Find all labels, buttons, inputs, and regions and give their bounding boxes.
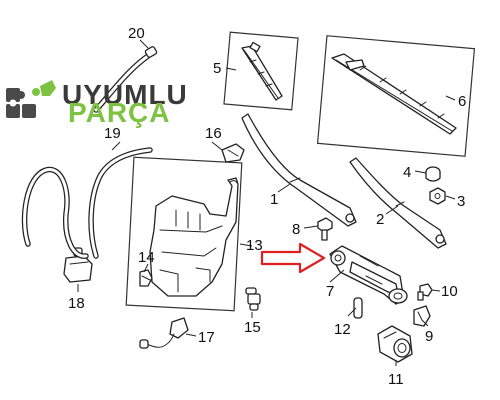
red-arrow-shape xyxy=(260,242,326,274)
callout-7: 7 xyxy=(326,283,334,300)
callout-3: 3 xyxy=(457,193,465,210)
nozzle-16 xyxy=(221,143,245,163)
puzzle-icon xyxy=(6,80,56,118)
callout-2: 2 xyxy=(376,211,384,228)
logo-line-1: UYUMLU xyxy=(62,79,188,110)
logo-line-2: PARÇA xyxy=(68,97,170,128)
callout-19: 19 xyxy=(104,125,121,142)
rod-12 xyxy=(353,297,363,319)
callout-4: 4 xyxy=(403,164,411,181)
callout-8: 8 xyxy=(292,221,300,238)
callout-15: 15 xyxy=(244,319,261,336)
callout-16: 16 xyxy=(205,125,222,142)
callout-17: 17 xyxy=(198,329,215,346)
callout-18: 18 xyxy=(68,295,85,312)
bolt-10 xyxy=(417,283,433,301)
wiper-arm-1 xyxy=(241,113,357,227)
callout-10: 10 xyxy=(441,283,458,300)
clip-9 xyxy=(413,305,431,327)
wiper-linkage-7 xyxy=(329,245,408,305)
wiper-blade-5 xyxy=(241,41,283,101)
leader-lines xyxy=(77,39,456,366)
callout-5: 5 xyxy=(213,60,221,77)
cap-4 xyxy=(425,166,441,182)
logo: UYUMLU PARÇA xyxy=(6,79,188,128)
callout-11: 11 xyxy=(388,371,404,388)
grommet-15 xyxy=(245,287,261,311)
wiper-motor-11 xyxy=(377,325,413,363)
bolt-8 xyxy=(317,217,333,241)
callout-12: 12 xyxy=(334,321,351,338)
callout-20: 20 xyxy=(128,25,145,42)
callout-9: 9 xyxy=(425,328,433,345)
wiper-blade-6 xyxy=(331,53,457,135)
callout-6: 6 xyxy=(458,93,466,110)
callout-labels: 1 2 3 4 5 6 7 8 9 10 11 12 13 14 15 16 1… xyxy=(68,25,466,388)
washer-hose-19 xyxy=(21,147,153,259)
callout-1: 1 xyxy=(270,191,278,208)
callout-14: 14 xyxy=(138,249,155,266)
pump-14 xyxy=(139,269,153,287)
callout-13: 13 xyxy=(246,237,263,254)
nut-3 xyxy=(429,187,446,205)
washer-hose-20 xyxy=(93,46,158,113)
wiper-arm-2 xyxy=(349,157,447,249)
sensor-17 xyxy=(139,317,189,349)
highlight-arrow xyxy=(260,242,326,274)
washer-reservoir-13 xyxy=(149,177,239,297)
